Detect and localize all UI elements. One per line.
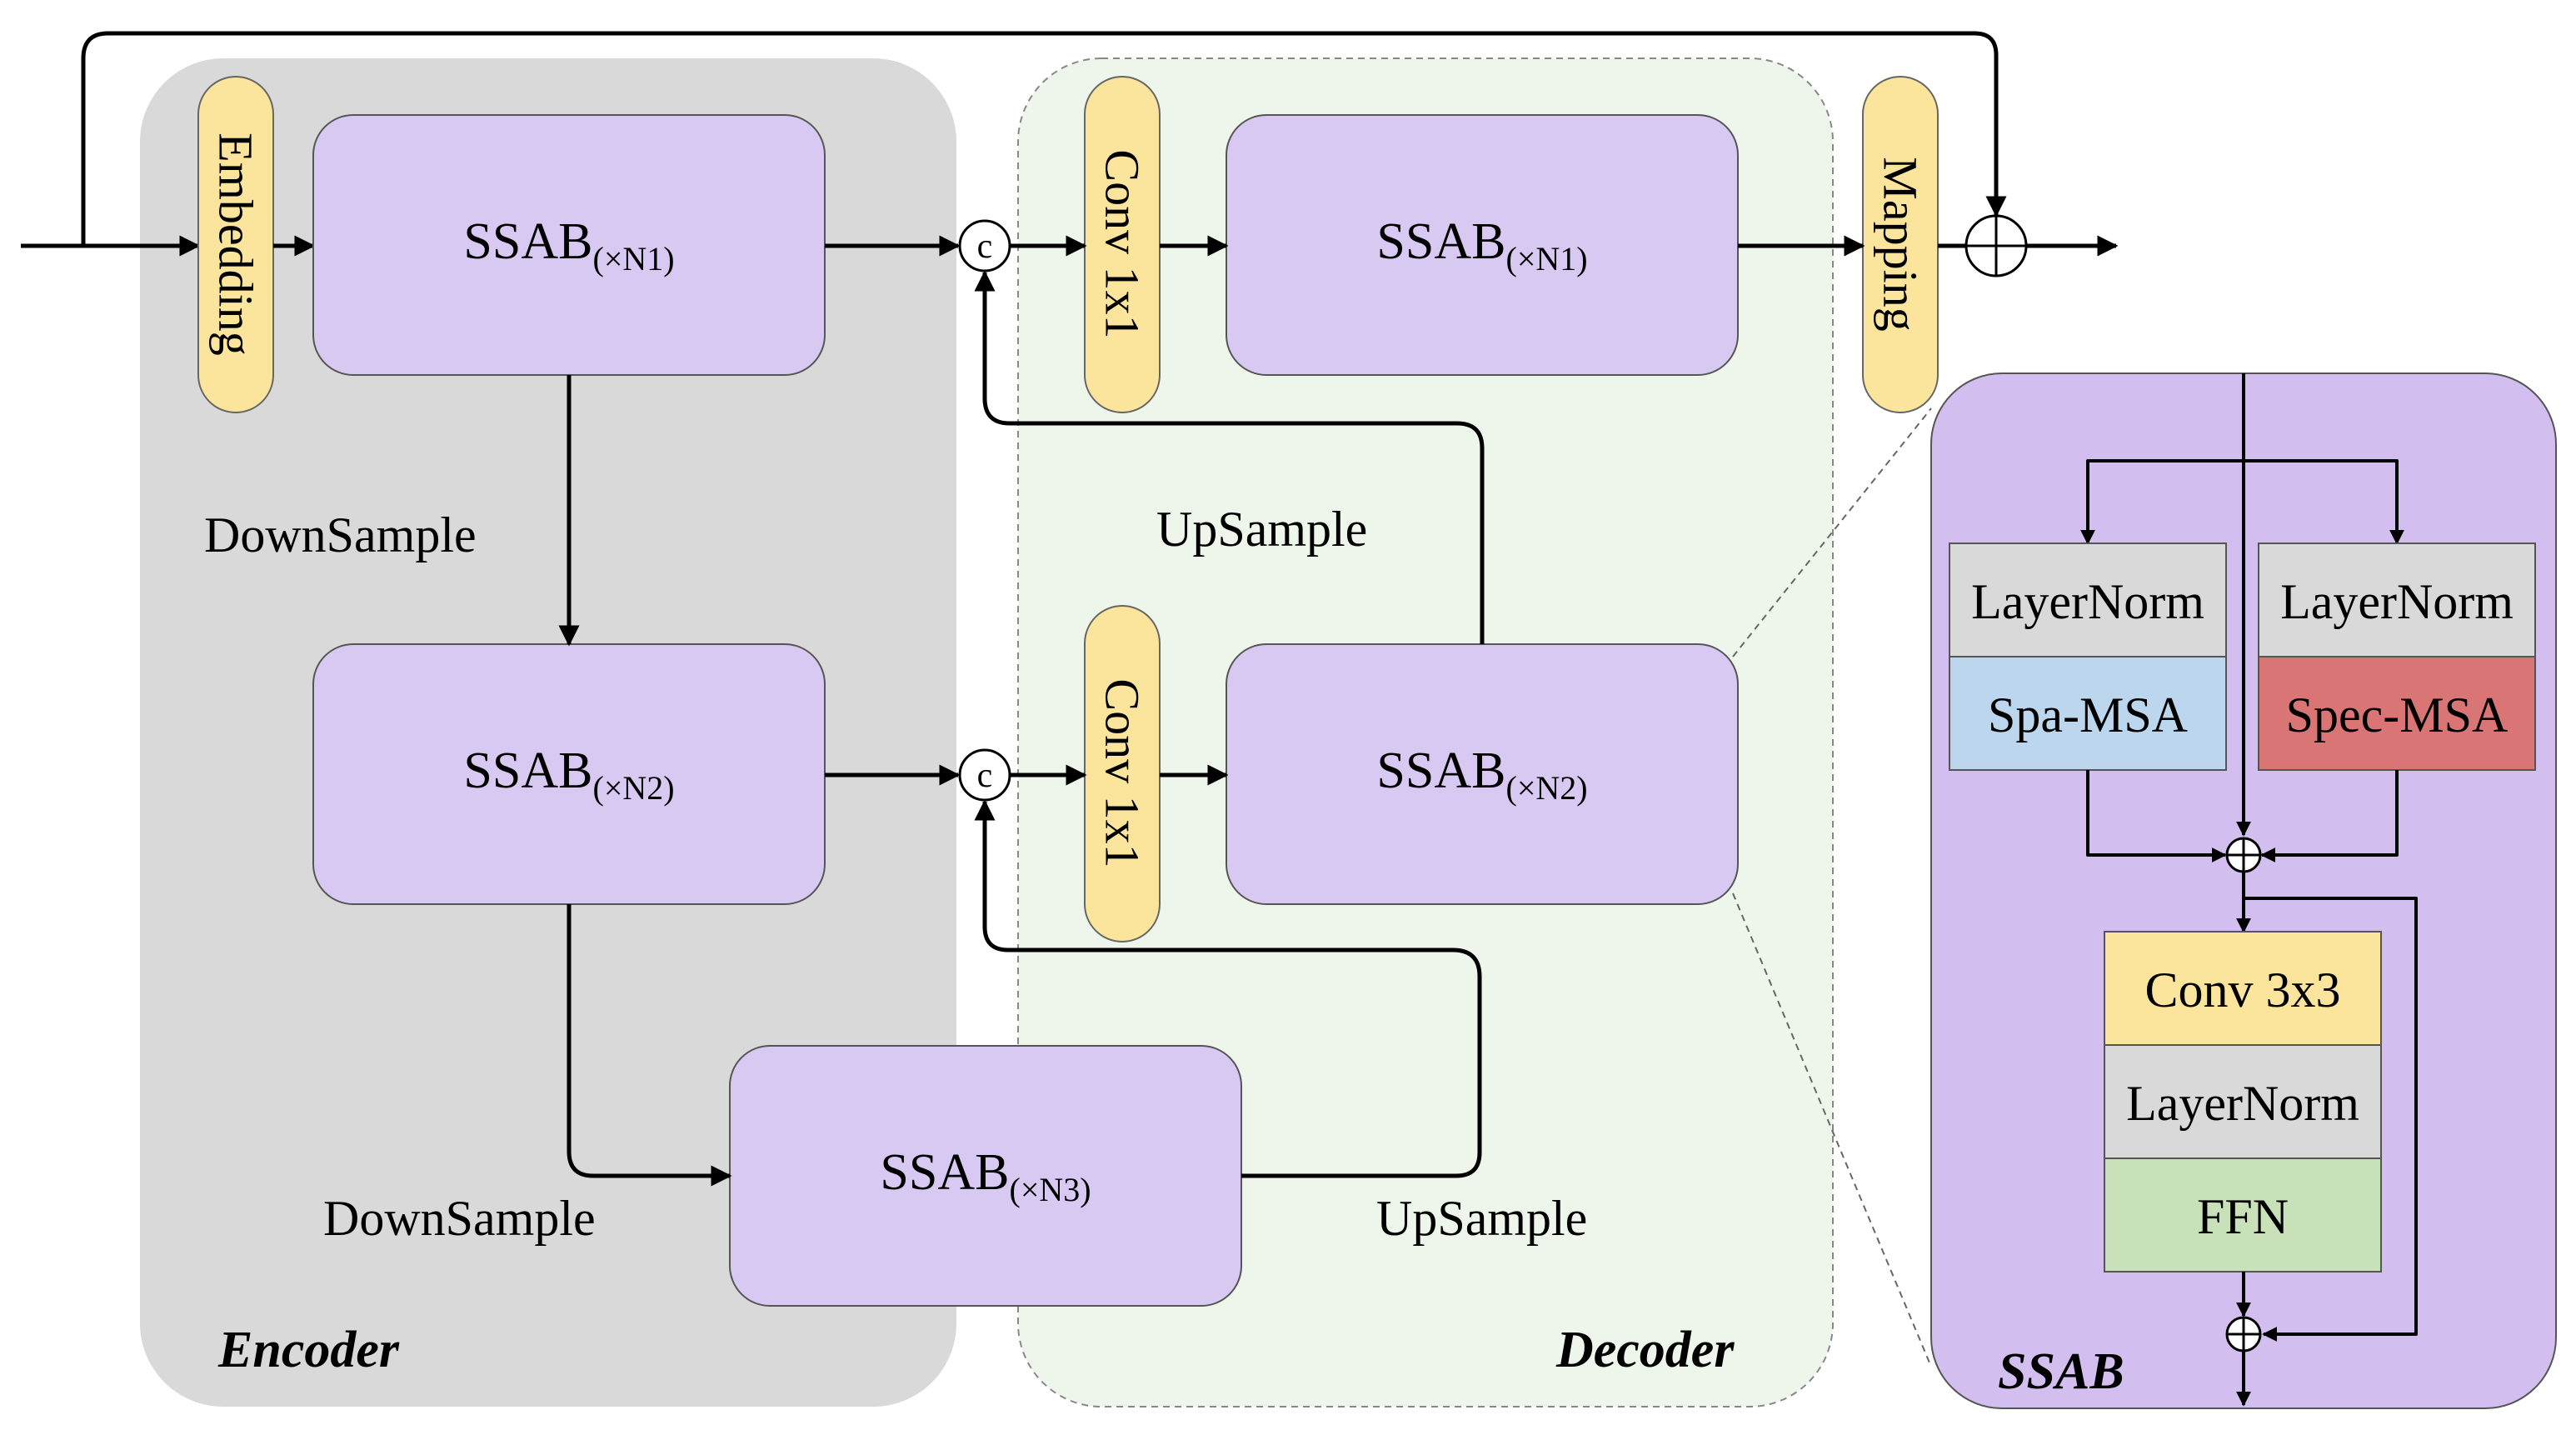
concat-node-top: c <box>958 219 1011 272</box>
ssab-dec2-title: SSAB <box>1376 742 1505 799</box>
svg-text:LayerNorm: LayerNorm <box>2126 1076 2359 1131</box>
spa-msa-to-sum-wire <box>2086 770 2227 862</box>
ssab-dec1-count: (×N1) <box>1506 240 1588 278</box>
upsample-top-label: UpSample <box>1156 502 1367 557</box>
decoder-section-label: Decoder <box>1555 1322 1735 1378</box>
ssab-enc1-count: (×N1) <box>593 240 675 278</box>
conv-mid-pill: Conv 1x1 <box>1084 605 1161 942</box>
ssab-encoder-2: SSAB(×N2) <box>312 643 826 905</box>
spa-msa-block: Spa-MSA <box>1949 656 2227 771</box>
ssab-enc2-count: (×N2) <box>593 769 675 807</box>
svg-text:Spec-MSA: Spec-MSA <box>2286 688 2509 742</box>
ssab-decoder-2: SSAB(×N2) <box>1226 643 1739 905</box>
conv-top-label: Conv 1x1 <box>1096 149 1150 338</box>
conv-mid-label: Conv 1x1 <box>1096 678 1150 868</box>
global-skip-wire <box>81 31 2007 246</box>
svg-text:SSAB(×N1): SSAB(×N1) <box>463 213 674 278</box>
detail-sum-node-bottom <box>2225 1316 2262 1352</box>
svg-text:SSAB(×N3): SSAB(×N3) <box>880 1144 1091 1208</box>
encoder-section-label: Encoder <box>217 1322 400 1378</box>
ssab-bottleneck: SSAB(×N3) <box>729 1045 1242 1307</box>
ssab-decoder-1: SSAB(×N1) <box>1226 114 1739 376</box>
detail-branch-left-wire <box>2080 459 2244 545</box>
detail-branch-right-wire <box>2244 459 2404 545</box>
ssab-bottleneck-title: SSAB <box>880 1144 1009 1201</box>
upsample-top-wire <box>974 270 1485 644</box>
output-sum-node <box>1964 214 2028 278</box>
detail-skip-wire <box>2244 897 2418 1342</box>
ssab-dec2-count: (×N2) <box>1506 769 1588 807</box>
layernorm-right-block: LayerNorm <box>2258 542 2536 658</box>
svg-text:SSAB(×N2): SSAB(×N2) <box>463 742 674 807</box>
svg-text:LayerNorm: LayerNorm <box>1971 574 2204 629</box>
downsample-bottom-label: DownSample <box>323 1191 596 1246</box>
upsample-bottom-wire <box>974 799 1482 1178</box>
spec-msa-to-sum-wire <box>2260 770 2399 862</box>
concat-node-mid: c <box>958 748 1011 802</box>
downsample-top-label: DownSample <box>204 508 477 562</box>
upsample-bottom-label: UpSample <box>1376 1191 1587 1246</box>
ssab-encoder-1: SSAB(×N1) <box>312 114 826 376</box>
ssab-detail-label: SSAB <box>1998 1343 2124 1400</box>
ffn-block: FFN <box>2104 1158 2382 1272</box>
svg-text:SSAB(×N1): SSAB(×N1) <box>1376 213 1587 278</box>
embedding-label: Embedding <box>209 132 263 355</box>
spec-msa-block: Spec-MSA <box>2258 656 2536 771</box>
zoom-guide-bottom <box>1732 892 1932 1368</box>
mapping-label: Mapping <box>1874 157 1928 331</box>
zoom-guide-top <box>1732 408 1932 658</box>
svg-text:c: c <box>977 228 993 266</box>
mapping-pill: Mapping <box>1862 76 1939 413</box>
layernorm-left-block: LayerNorm <box>1949 542 2227 658</box>
layernorm-ffn-block: LayerNorm <box>2104 1044 2382 1159</box>
svg-text:Spa-MSA: Spa-MSA <box>1988 688 2188 742</box>
ssab-enc1-title: SSAB <box>463 213 592 270</box>
svg-text:LayerNorm: LayerNorm <box>2280 574 2514 629</box>
ssab-bottleneck-count: (×N3) <box>1010 1171 1091 1208</box>
svg-text:c: c <box>977 757 993 795</box>
svg-text:Conv 3x3: Conv 3x3 <box>2144 962 2340 1018</box>
conv3x3-block: Conv 3x3 <box>2104 931 2382 1046</box>
ssab-enc2-title: SSAB <box>463 742 592 799</box>
svg-text:SSAB(×N2): SSAB(×N2) <box>1376 742 1587 807</box>
conv-top-pill: Conv 1x1 <box>1084 76 1161 413</box>
embedding-pill: Embedding <box>197 76 274 413</box>
ssab-dec1-title: SSAB <box>1376 213 1505 270</box>
downsample-bottom-wire <box>567 904 732 1187</box>
svg-text:FFN: FFN <box>2197 1189 2289 1244</box>
detail-sum-node-top <box>2225 837 2262 873</box>
